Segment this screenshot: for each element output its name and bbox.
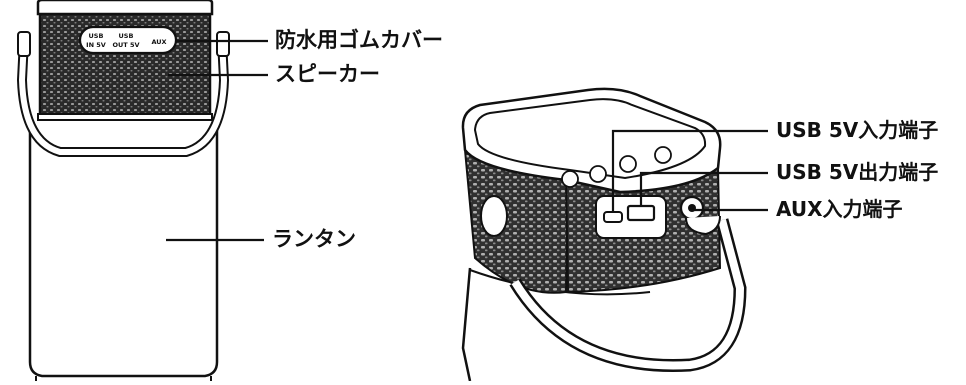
usb-in-label-1: USB <box>89 32 104 40</box>
right-speaker-figure <box>461 87 747 382</box>
usb-in-label-2: IN 5V <box>86 41 106 49</box>
lantern-callout: ランタン <box>272 227 356 251</box>
aux-label: AUX <box>151 38 166 46</box>
usb-in-leader <box>611 129 768 212</box>
top-cap <box>36 0 214 16</box>
lantern-body <box>28 118 219 378</box>
usb-in-callout: USB 5V入力端子 <box>776 118 939 142</box>
usb-out-label-1: USB <box>119 32 134 40</box>
cover-callout: 防水用ゴムカバー <box>275 28 443 52</box>
usb-out-port <box>626 204 656 222</box>
aux-in-callout: AUX入力端子 <box>776 197 903 221</box>
usb-out-label-2: OUT 5V <box>112 41 139 49</box>
speaker-callout: スピーカー <box>275 62 380 86</box>
usb-out-leader <box>639 171 768 206</box>
usb-in-port <box>603 211 623 223</box>
usb-out-callout: USB 5V出力端子 <box>776 160 939 184</box>
left-speaker-figure: USB IN 5V USB OUT 5V AUX <box>16 0 230 381</box>
